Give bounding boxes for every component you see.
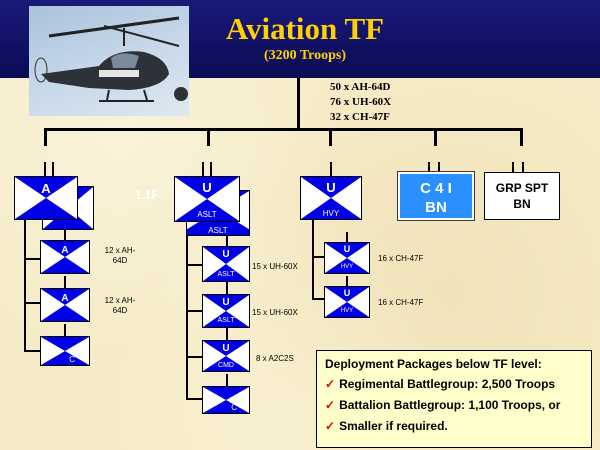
heavy-company[interactable]: U HVY bbox=[324, 286, 370, 318]
page-title: Aviation TF bbox=[225, 11, 385, 46]
deployment-item: ✓Regimental Battlegroup: 2,500 Troops bbox=[325, 377, 583, 391]
heavy-company[interactable]: U HVY bbox=[324, 242, 370, 274]
unit-symbol: A bbox=[41, 181, 51, 196]
unit-symbol: U bbox=[222, 343, 230, 354]
unit-sub-label: HVY bbox=[322, 209, 340, 218]
check-icon: ✓ bbox=[325, 419, 336, 433]
attack-company[interactable]: A bbox=[40, 288, 90, 322]
heavy-co-note: 16 x CH-47F bbox=[378, 298, 424, 307]
c4i-line1: C 4 I bbox=[420, 180, 452, 197]
deployment-item-text: Battalion Battlegroup: 1,100 Troops, or bbox=[339, 398, 561, 412]
heavy-battalion[interactable]: U HVY bbox=[300, 176, 362, 220]
unit-sub-label: HVY bbox=[340, 308, 354, 314]
unit-sub-label: HVY bbox=[340, 264, 354, 270]
attack-co-note: 12 x AH-64D bbox=[100, 246, 140, 266]
hhc-label: C bbox=[231, 403, 237, 412]
attack-hhc[interactable]: C bbox=[40, 336, 90, 366]
unit-symbol: A bbox=[61, 293, 69, 304]
attack-company[interactable]: A bbox=[40, 240, 90, 274]
deployment-item: ✓Smaller if required. bbox=[325, 419, 583, 433]
attack-co-note: 12 x AH-64D bbox=[100, 296, 140, 316]
check-icon: ✓ bbox=[325, 398, 336, 412]
assault-company[interactable]: U ASLT bbox=[202, 294, 250, 328]
grp-line2: BN bbox=[513, 197, 531, 211]
c4i-battalion[interactable]: C 4 I BN bbox=[398, 172, 474, 220]
unit-symbol: U bbox=[343, 244, 351, 254]
command-company[interactable]: U CMD bbox=[202, 340, 250, 372]
attack-co-note-text: 12 x AH-64D bbox=[104, 246, 136, 265]
assault-battalion[interactable]: U ASLT bbox=[174, 176, 240, 222]
heavy-co-note: 16 x CH-47F bbox=[378, 254, 424, 263]
deployment-item: ✓Battalion Battlegroup: 1,100 Troops, or bbox=[325, 398, 583, 412]
strength-line: 76 x UH-60X bbox=[330, 96, 392, 108]
attack-co-note-text: 12 x AH-64D bbox=[104, 296, 136, 315]
deployment-heading: Deployment Packages below TF level: bbox=[325, 357, 542, 371]
check-icon: ✓ bbox=[325, 377, 336, 391]
command-co-note: 8 x A2C2S bbox=[256, 354, 294, 363]
deployment-item-text: Smaller if required. bbox=[339, 419, 448, 433]
assault-company[interactable]: U ASLT bbox=[202, 246, 250, 282]
aircraft-strength: 50 x AH-64D 76 x UH-60X 32 x CH-47F bbox=[330, 80, 391, 125]
unit-sub-label: CMD bbox=[218, 362, 234, 369]
unit-symbol: U bbox=[326, 180, 336, 195]
group-support-battalion[interactable]: GRP SPT BN bbox=[484, 172, 560, 220]
page-subtitle: (3200 Troops) bbox=[263, 48, 347, 63]
unit-sub-label: ASLT bbox=[197, 210, 217, 219]
assault-co-note: 15 x UH-60X bbox=[252, 308, 298, 317]
unit-symbol: A bbox=[61, 245, 69, 256]
strength-line: 32 x CH-47F bbox=[330, 111, 390, 123]
helicopter-icon bbox=[34, 16, 188, 102]
unit-sub-label: ASLT bbox=[217, 317, 235, 324]
deployment-item-text: Regimental Battlegroup: 2,500 Troops bbox=[339, 377, 556, 391]
grp-line1: GRP SPT bbox=[495, 181, 549, 195]
unit-symbol: U bbox=[222, 249, 230, 260]
hhc-label: C bbox=[69, 355, 75, 364]
unit-symbol: U bbox=[343, 288, 351, 298]
unit-sub-label: ASLT bbox=[208, 226, 228, 235]
c4i-line2: BN bbox=[425, 199, 447, 216]
assault-co-note: 15 x UH-60X bbox=[252, 262, 298, 271]
lif-label: LIF bbox=[136, 188, 160, 203]
attack-battalion[interactable]: A bbox=[14, 176, 78, 220]
assault-hhc[interactable]: C bbox=[202, 386, 250, 414]
strength-line: 50 x AH-64D bbox=[330, 81, 391, 93]
unit-sub-label: ASLT bbox=[217, 271, 235, 278]
helicopter-photo bbox=[29, 6, 189, 116]
deployment-packages-box: Deployment Packages below TF level: ✓Reg… bbox=[316, 350, 592, 448]
unit-symbol: U bbox=[222, 297, 230, 308]
unit-symbol: U bbox=[202, 180, 212, 195]
